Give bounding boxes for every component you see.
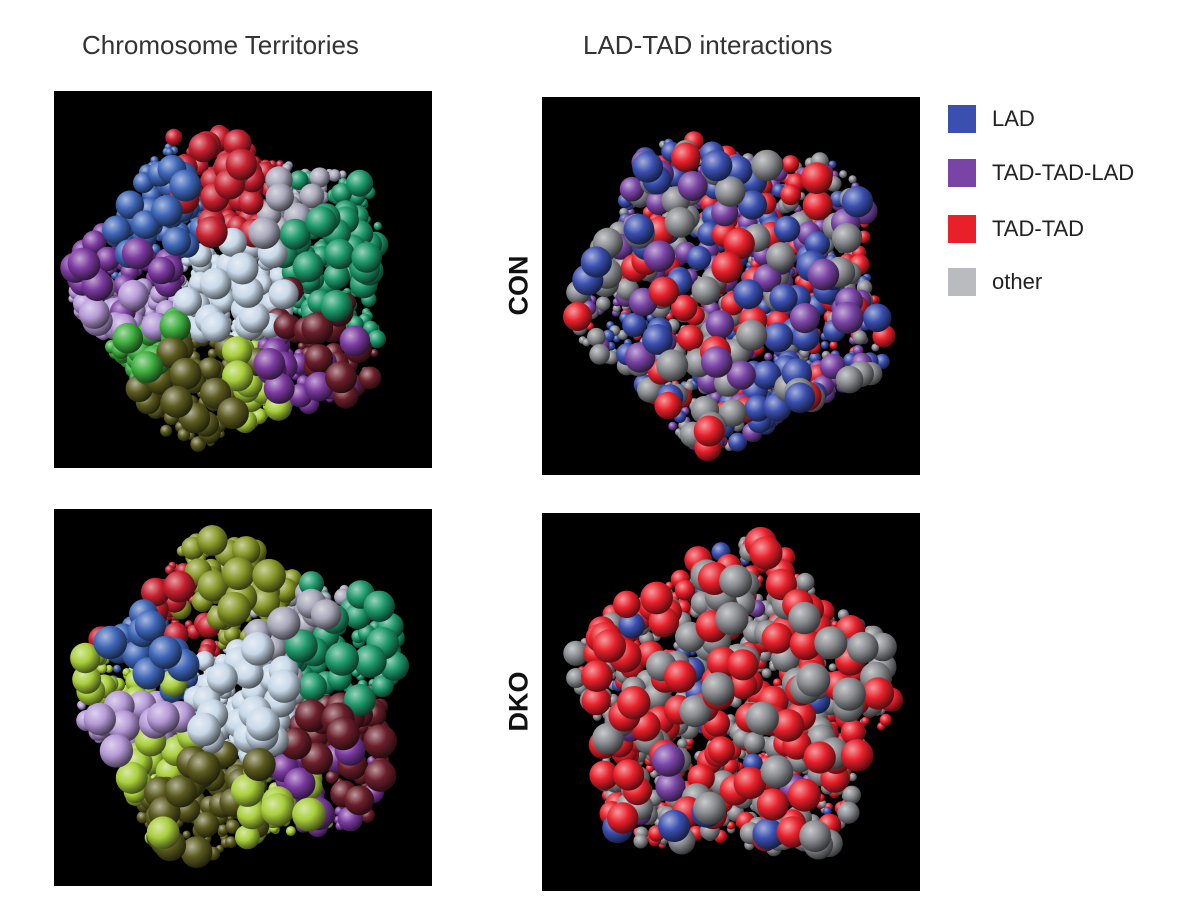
legend-item-tad-tad: TAD-TAD (948, 215, 1084, 243)
legend-label-lad: LAD (992, 106, 1035, 131)
panel-territories-con (54, 91, 432, 468)
legend-swatch-lad (948, 105, 976, 133)
legend-label-tad-tad: TAD-TAD (992, 216, 1085, 241)
legend-item-tad-tad-lad: TAD-TAD-LAD (948, 159, 1134, 187)
nucleus-render-territories-con (60, 124, 389, 452)
title-chromosome-territories: Chromosome Territories (82, 30, 359, 60)
panel-territories-dko (54, 509, 432, 886)
row-label-con: CON (503, 255, 534, 316)
row-label-dko: DKO (503, 671, 534, 732)
legend-item-other: other (948, 268, 1042, 296)
nucleus-render-territories-dko (70, 525, 410, 868)
title-lad-tad-interactions: LAD-TAD interactions (583, 30, 833, 60)
panel-interactions-dko (542, 513, 920, 891)
legend-swatch-other (948, 268, 976, 296)
legend-swatch-tad-tad-lad (948, 159, 976, 187)
legend-label-tad-tad-lad: TAD-TAD-LAD (992, 160, 1135, 185)
legend-label-other: other (992, 269, 1043, 294)
nucleus-render-interactions-dko (563, 526, 904, 860)
legend-item-lad: LAD (948, 105, 1035, 133)
panel-interactions-con (542, 97, 920, 475)
legend-swatch-tad-tad (948, 215, 976, 243)
nucleus-render-interactions-con (563, 131, 896, 462)
